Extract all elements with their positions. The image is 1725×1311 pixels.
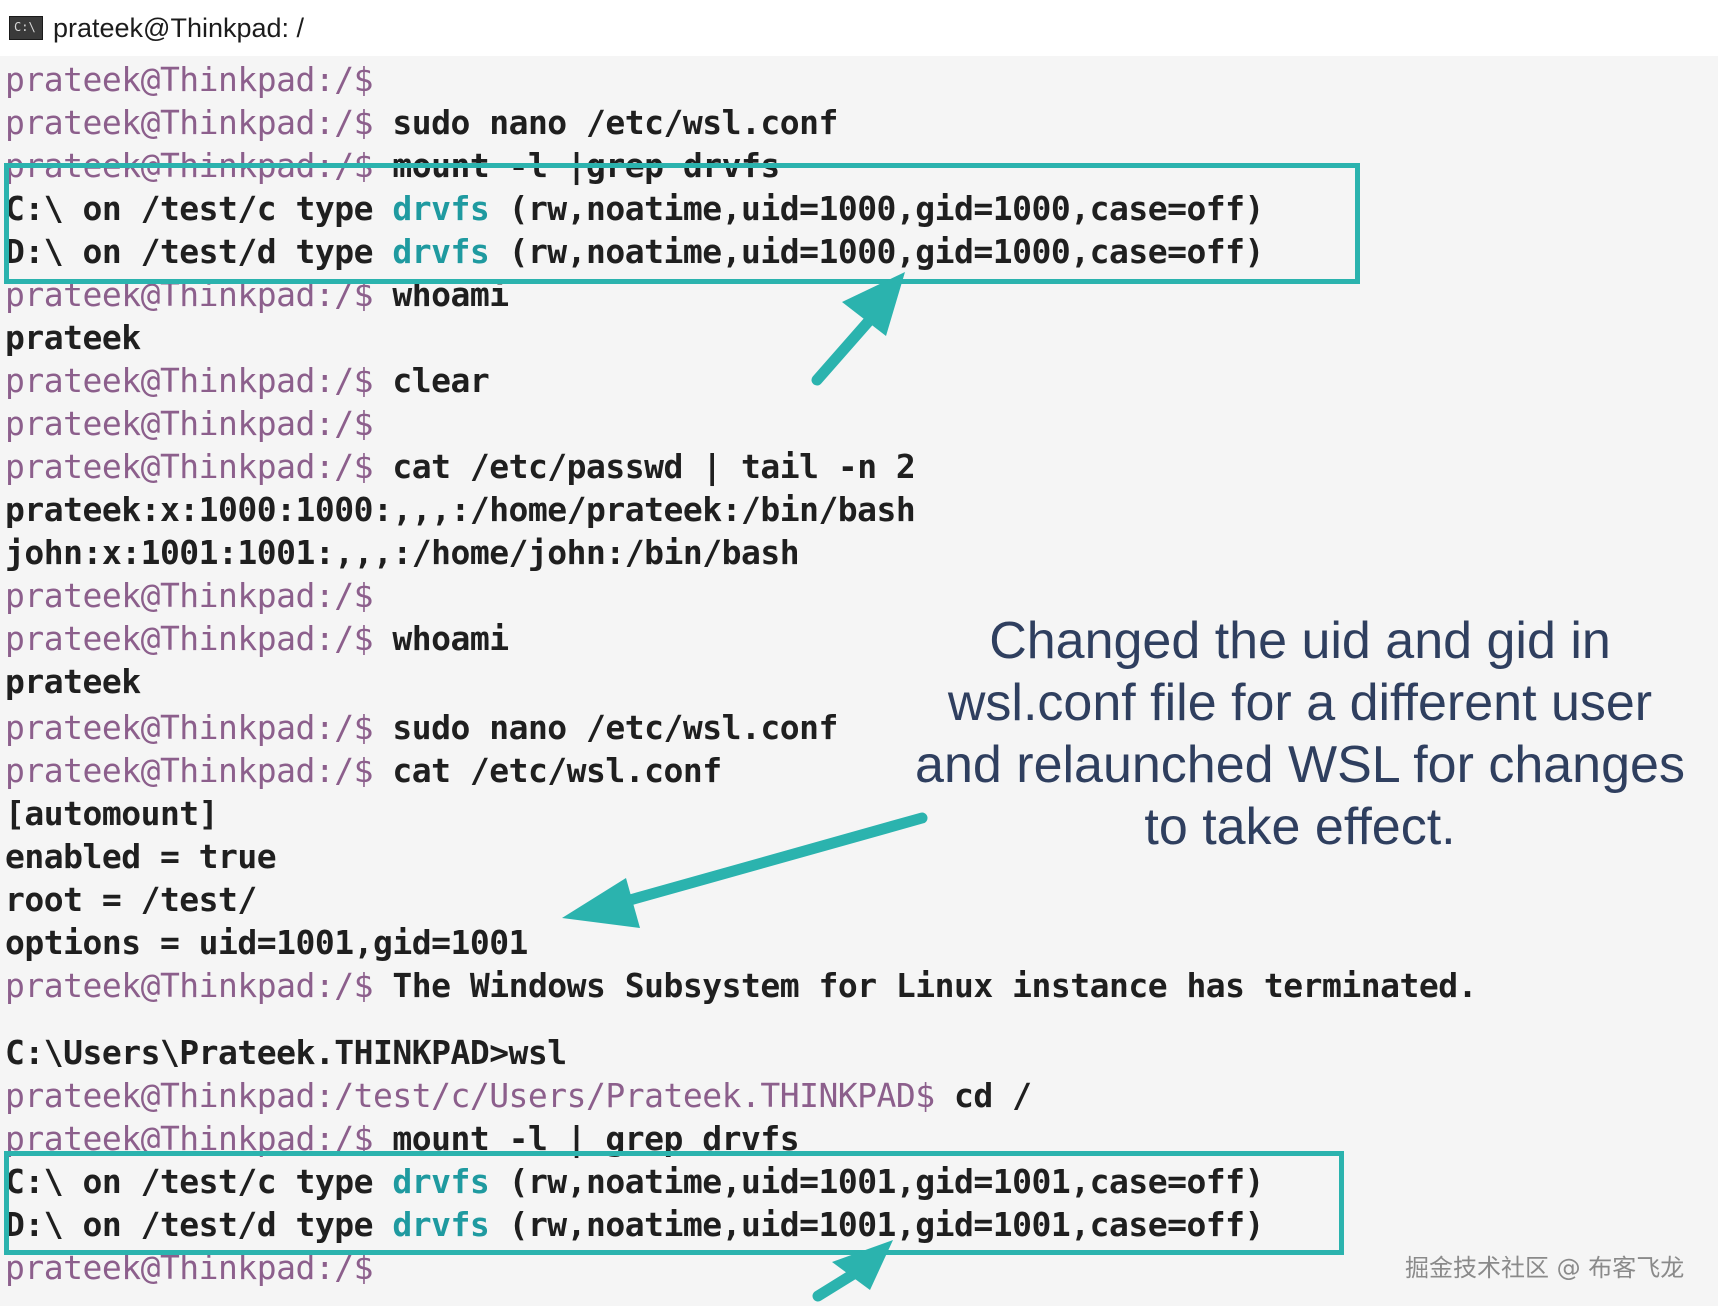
terminal-line: prateek@Thinkpad:/$ <box>5 60 374 100</box>
terminal-line: prateek@Thinkpad:/test/c/Users/Prateek.T… <box>5 1076 1032 1116</box>
prompt: prateek@Thinkpad:/$ <box>5 60 374 99</box>
output-line: john:x:1001:1001:,,,:/home/john:/bin/bas… <box>5 533 800 572</box>
mount-source: C:\ on /test/c type <box>5 1162 393 1201</box>
prompt: prateek@Thinkpad:/$ <box>5 576 374 615</box>
prompt: prateek@Thinkpad:/$ <box>5 619 374 658</box>
highlight-box-before <box>4 163 1360 284</box>
arrow-icon <box>812 1240 893 1302</box>
mount-output-line: C:\ on /test/c type drvfs (rw,noatime,ui… <box>5 1162 1264 1202</box>
command: cat /etc/wsl.conf <box>373 751 722 790</box>
output-line: enabled = true <box>5 837 277 876</box>
callout-line: and relaunched WSL for changes <box>915 736 1685 794</box>
mount-options: (rw,noatime,uid=1000,gid=1000,case=off) <box>489 189 1265 228</box>
fs-type: drvfs <box>392 1205 490 1244</box>
command: sudo nano /etc/wsl.conf <box>373 103 838 142</box>
prompt: prateek@Thinkpad:/$ <box>5 708 374 747</box>
prompt: prateek@Thinkpad:/$ <box>5 361 374 400</box>
command: sudo nano /etc/wsl.conf <box>373 708 838 747</box>
output-line: C:\Users\Prateek.THINKPAD>wsl <box>5 1033 567 1072</box>
terminal-line: prateek@Thinkpad:/$ whoami <box>5 619 509 659</box>
terminal-line: prateek@Thinkpad:/$ sudo nano /etc/wsl.c… <box>5 103 838 143</box>
command: cat /etc/passwd | tail -n 2 <box>373 447 916 486</box>
command: whoami <box>373 619 509 658</box>
output-line: [automount] <box>5 794 219 833</box>
terminal-line: prateek@Thinkpad:/$ cat /etc/passwd | ta… <box>5 447 916 487</box>
callout-line: to take effect. <box>1144 798 1456 856</box>
prompt: prateek@Thinkpad:/$ <box>5 751 374 790</box>
terminal-icon: C:\ <box>9 16 43 40</box>
terminal-line: prateek@Thinkpad:/$ sudo nano /etc/wsl.c… <box>5 708 838 748</box>
terminal-line: prateek@Thinkpad:/$ clear <box>5 361 490 401</box>
output-line: prateek <box>5 662 141 701</box>
command: The Windows Subsystem for Linux instance… <box>373 966 1477 1005</box>
mount-source: D:\ on /test/d type <box>5 1205 393 1244</box>
callout-line: wsl.conf file for a different user <box>947 674 1653 732</box>
mount-options: (rw,noatime,uid=1001,gid=1001,case=off) <box>489 1162 1265 1201</box>
output-line: prateek:x:1000:1000:,,,:/home/prateek:/b… <box>5 490 916 529</box>
fs-type: drvfs <box>392 189 490 228</box>
terminal-line: prateek@Thinkpad:/$ cat /etc/wsl.conf <box>5 751 722 791</box>
highlight-box-after <box>4 1151 1344 1255</box>
prompt: prateek@Thinkpad:/$ <box>5 404 374 443</box>
terminal-line: prateek@Thinkpad:/$ <box>5 576 374 616</box>
watermark: 掘金技术社区 @ 布客飞龙 <box>1405 1254 1685 1282</box>
command: clear <box>373 361 490 400</box>
output-line: options = uid=1001,gid=1001 <box>5 923 528 962</box>
output-line: prateek <box>5 318 141 357</box>
mount-options: (rw,noatime,uid=1001,gid=1001,case=off) <box>489 1205 1265 1244</box>
terminal-line: prateek@Thinkpad:/$ The Windows Subsyste… <box>5 966 1477 1006</box>
arrow-icon <box>562 812 928 928</box>
window-titlebar: C:\ prateek@Thinkpad: / <box>0 0 1725 56</box>
arrow-icon <box>811 272 905 386</box>
prompt: prateek@Thinkpad:/$ <box>5 447 374 486</box>
prompt: prateek@Thinkpad:/$ <box>5 103 374 142</box>
mount-options: (rw,noatime,uid=1000,gid=1000,case=off) <box>489 232 1265 271</box>
output-line: root = /test/ <box>5 880 257 919</box>
mount-source: C:\ on /test/c type <box>5 189 393 228</box>
mount-source: D:\ on /test/d type <box>5 232 393 271</box>
command: cd / <box>934 1076 1032 1115</box>
mount-output-line: D:\ on /test/d type drvfs (rw,noatime,ui… <box>5 232 1264 272</box>
callout-annotation: Changed the uid and gid in wsl.conf file… <box>880 610 1720 858</box>
mount-output-line: D:\ on /test/d type drvfs (rw,noatime,ui… <box>5 1205 1264 1245</box>
prompt: prateek@Thinkpad:/$ <box>5 966 374 1005</box>
terminal-line: prateek@Thinkpad:/$ <box>5 404 374 444</box>
fs-type: drvfs <box>392 1162 490 1201</box>
terminal-output[interactable]: prateek@Thinkpad:/$ prateek@Thinkpad:/$ … <box>0 56 1718 1306</box>
callout-line: Changed the uid and gid in <box>989 612 1611 670</box>
prompt: prateek@Thinkpad:/test/c/Users/Prateek.T… <box>5 1076 935 1115</box>
mount-output-line: C:\ on /test/c type drvfs (rw,noatime,ui… <box>5 189 1264 229</box>
fs-type: drvfs <box>392 232 490 271</box>
window-title: prateek@Thinkpad: / <box>53 12 305 43</box>
